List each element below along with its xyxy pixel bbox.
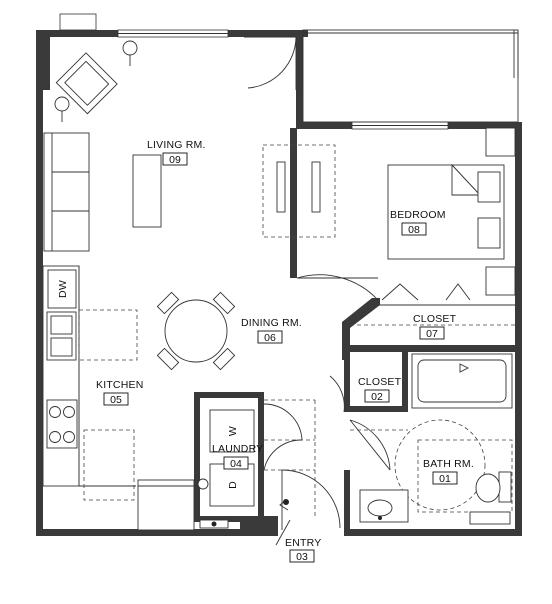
room-label-bath: BATH RM. 01 [423,458,474,485]
room-name: ENTRY [285,537,321,549]
room-number: 06 [264,332,276,344]
room-label-closet-hall: CLOSET 02 [358,376,402,403]
room-number: 09 [169,154,181,166]
room-number: 01 [439,473,451,485]
room-label-dining: DINING RM. 06 [241,317,302,344]
room-name: LAUNDRY [212,443,263,455]
dining-table [156,291,236,371]
bedroom-door [296,274,379,301]
balcony [302,29,519,123]
room-number: 07 [426,328,438,340]
room-label-laundry: LAUNDRY 04 [212,443,263,470]
room-name: CLOSET [413,313,457,325]
washer-label: W [227,426,239,436]
windows [59,13,449,130]
entry-door [199,469,341,546]
closet-bifold-doors [350,283,515,326]
dishwasher-label: DW [57,280,69,298]
room-label-entry: ENTRY 03 [285,537,321,563]
room-number: 08 [408,224,420,236]
bath-fixtures [359,353,513,525]
room-number: 02 [371,391,383,403]
room-label-bedroom: BEDROOM 08 [390,209,446,236]
interior-walls [194,128,515,536]
room-name: LIVING RM. [147,139,206,151]
room-number: 05 [110,394,122,406]
room-name: BEDROOM [390,209,446,221]
balcony-door [244,36,297,90]
room-number: 03 [296,551,308,563]
hall-closet-door [329,375,408,471]
room-label-closet-bedroom: CLOSET 07 [413,313,457,340]
room-label-kitchen: KITCHEN 05 [96,379,144,406]
dryer-label: D [227,481,239,489]
room-name: CLOSET [358,376,402,388]
room-name: BATH RM. [423,458,474,470]
room-name: DINING RM. [241,317,302,329]
kitchen-counters [42,265,209,531]
room-name: KITCHEN [96,379,144,391]
living-furniture [43,40,336,252]
bedroom-furniture [387,127,516,296]
room-label-living: LIVING RM. 09 [147,139,206,166]
room-number: 04 [230,458,242,470]
